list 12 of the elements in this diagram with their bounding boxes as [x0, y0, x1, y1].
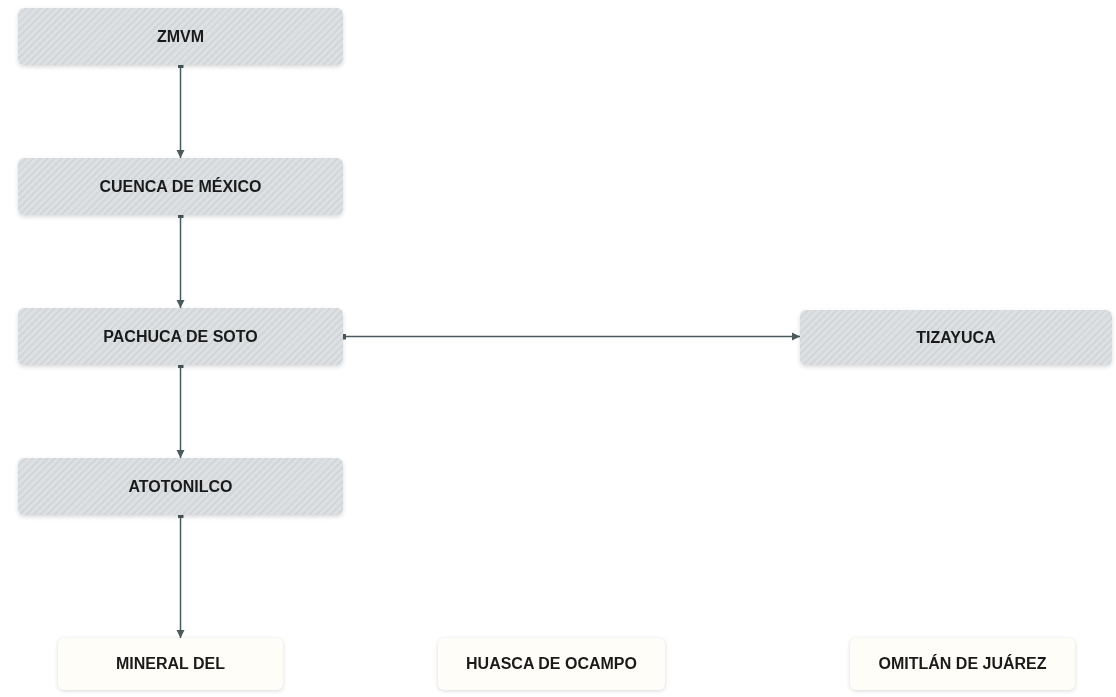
place-box: MINERAL DEL — [58, 638, 283, 690]
place-box: HUASCA DE OCAMPO — [438, 638, 665, 690]
process-box: CUENCA DE MÉXICO — [18, 158, 343, 215]
place-box: OMITLÁN DE JUÁREZ — [850, 638, 1075, 690]
arrow — [176, 212, 185, 309]
process-box: ZMVM — [18, 8, 343, 65]
arrow — [176, 62, 185, 159]
arrow — [176, 362, 185, 459]
process-box: TIZAYUCA — [800, 310, 1112, 365]
process-box: PACHUCA DE SOTO — [18, 308, 343, 365]
arrow — [176, 512, 185, 639]
process-box: ATOTONILCO — [18, 458, 343, 515]
